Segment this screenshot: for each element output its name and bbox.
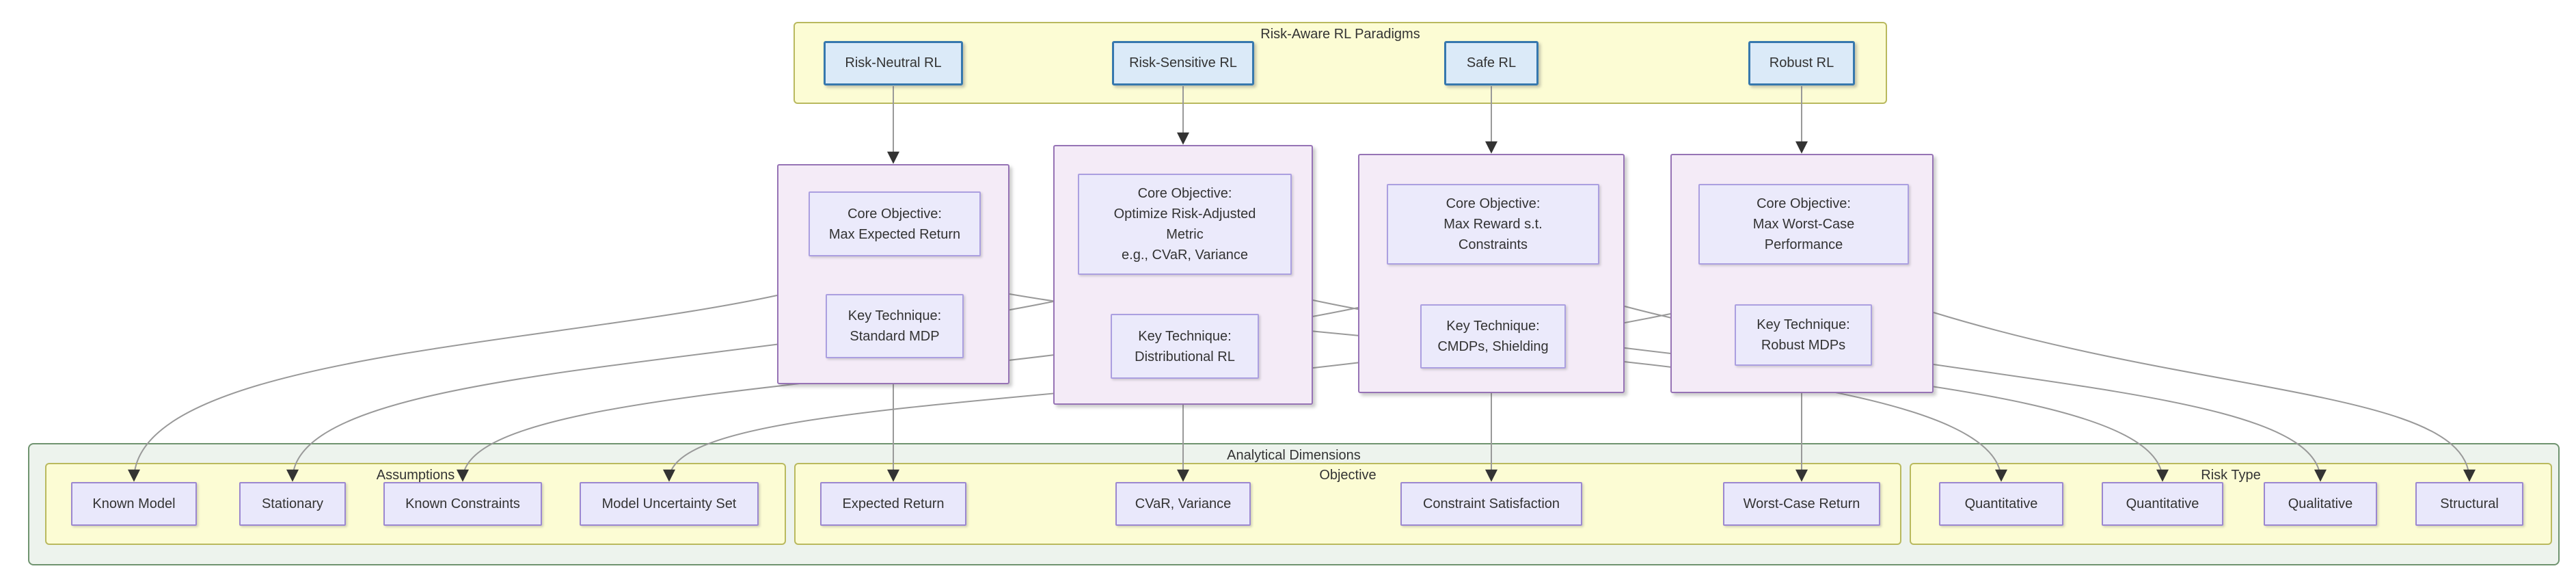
assumptions-group-title: Assumptions [376,468,455,483]
dim-box-known-model: Known Model [71,482,197,526]
dim-box-worst-case-return-label: Worst-Case Return [1743,496,1860,511]
dim-box-quantitative-2-label: Quantitative [2126,496,2199,511]
dim-box-known-constraints-label: Known Constraints [405,496,520,511]
risk-type-group-title: Risk Type [2201,468,2261,483]
dim-box-model-uncertainty-set-label: Model Uncertainty Set [601,496,737,511]
paradigm-node-risk-neutral: Risk-Neutral RL [824,41,963,85]
detail-container-risk-neutral: Core Objective: Max Expected Return Key … [777,164,1009,384]
dim-box-quantitative-2: Quantitative [2102,482,2223,526]
dim-box-expected-return-label: Expected Return [842,496,945,511]
key-technique-box-safe: Key Technique: CMDPs, Shielding [1420,304,1566,369]
core-objective-box-safe: Core Objective: Max Reward s.t. Constrai… [1387,184,1599,265]
key-technique-box-risk-neutral: Key Technique: Standard MDP [826,294,964,358]
paradigm-node-robust: Robust RL [1748,41,1855,85]
dim-box-structural-label: Structural [2440,496,2499,511]
paradigm-node-safe-label: Safe RL [1466,55,1517,70]
dim-box-qualitative: Qualitative [2264,482,2377,526]
paradigm-node-risk-sensitive-label: Risk-Sensitive RL [1129,55,1237,70]
paradigms-banner: Risk-Aware RL Paradigms [794,22,1887,104]
dim-box-quantitative-1: Quantitative [1939,482,2063,526]
dim-box-known-model-label: Known Model [92,496,176,511]
dim-box-worst-case-return: Worst-Case Return [1723,482,1880,526]
dim-box-quantitative-1-label: Quantitative [1964,496,2038,511]
dim-box-stationary-label: Stationary [261,496,324,511]
dim-box-model-uncertainty-set: Model Uncertainty Set [580,482,759,526]
dim-box-constraint-satisfaction-label: Constraint Satisfaction [1422,496,1560,511]
dim-box-stationary: Stationary [239,482,346,526]
detail-container-risk-sensitive: Core Objective: Optimize Risk-Adjusted M… [1053,145,1313,405]
dim-box-cvar-variance-label: CVaR, Variance [1135,496,1232,511]
analytical-dimensions-title: Analytical Dimensions [1227,448,1361,463]
core-objective-box-robust: Core Objective: Max Worst-Case Performan… [1698,184,1909,265]
paradigms-banner-title: Risk-Aware RL Paradigms [1260,27,1420,42]
dim-box-constraint-satisfaction: Constraint Satisfaction [1400,482,1582,526]
dim-box-expected-return: Expected Return [820,482,966,526]
objective-group-title: Objective [1319,468,1377,483]
dim-box-qualitative-label: Qualitative [2288,496,2353,511]
detail-container-safe: Core Objective: Max Reward s.t. Constrai… [1358,154,1625,393]
dim-box-known-constraints: Known Constraints [383,482,542,526]
dim-box-cvar-variance: CVaR, Variance [1115,482,1251,526]
detail-container-robust: Core Objective: Max Worst-Case Performan… [1670,154,1934,393]
paradigm-node-safe: Safe RL [1444,41,1538,85]
key-technique-box-robust: Key Technique: Robust MDPs [1735,304,1872,366]
core-objective-box-risk-sensitive: Core Objective: Optimize Risk-Adjusted M… [1078,174,1292,275]
key-technique-box-risk-sensitive: Key Technique: Distributional RL [1111,314,1259,379]
paradigm-node-robust-label: Robust RL [1769,55,1834,70]
dim-box-structural: Structural [2415,482,2523,526]
paradigm-node-risk-neutral-label: Risk-Neutral RL [845,55,942,70]
paradigm-node-risk-sensitive: Risk-Sensitive RL [1112,41,1254,85]
core-objective-box-risk-neutral: Core Objective: Max Expected Return [809,191,981,256]
